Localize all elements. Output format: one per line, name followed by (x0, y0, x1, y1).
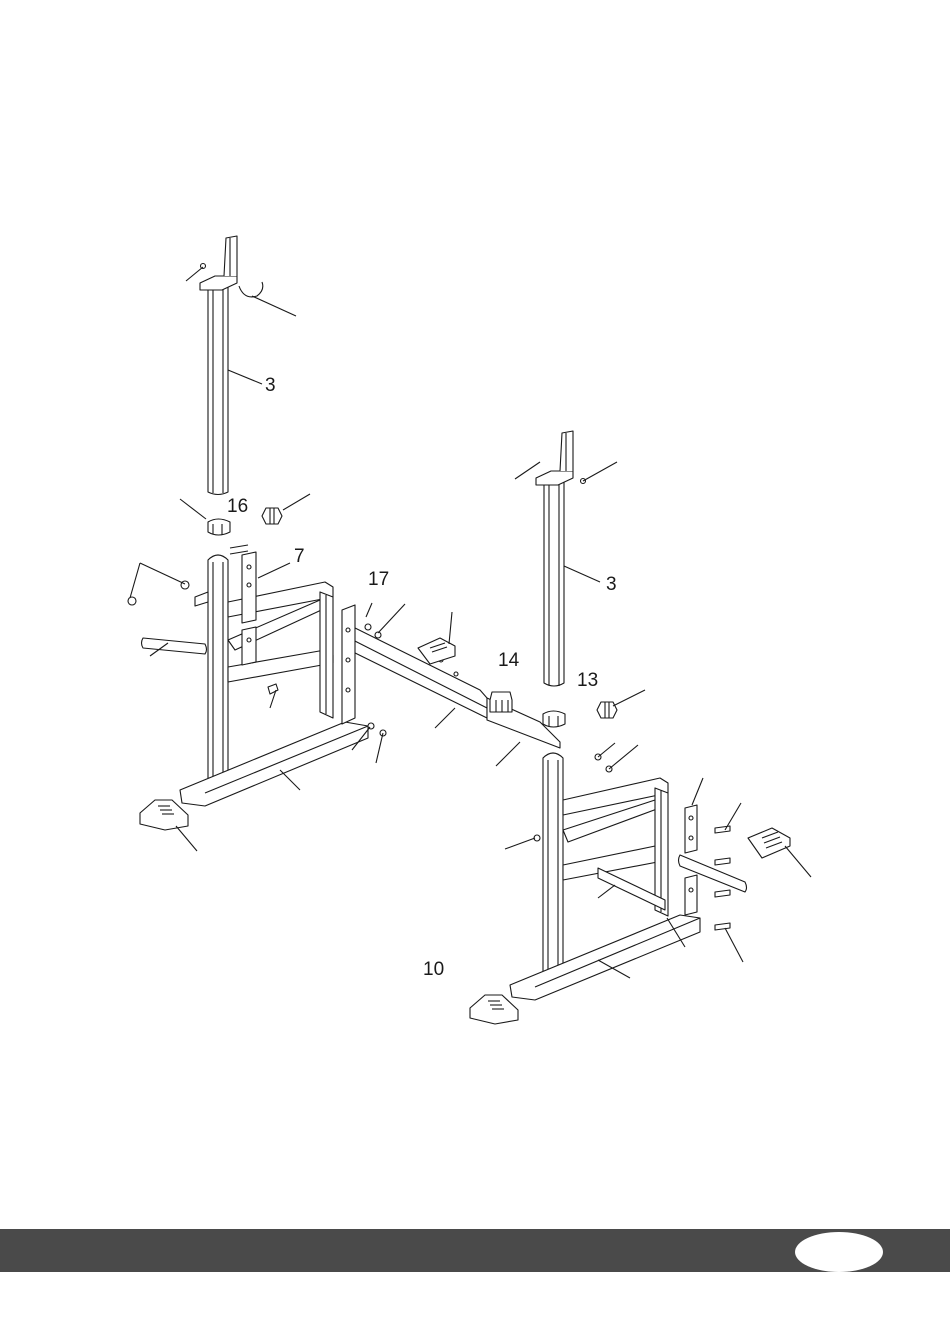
page-number-badge (795, 1232, 883, 1272)
label-part-13: 13 (577, 670, 598, 691)
left-frame (128, 508, 368, 830)
label-part-3-left: 3 (265, 375, 276, 396)
label-part-7: 7 (294, 546, 305, 567)
label-part-3-right: 3 (606, 574, 617, 595)
label-part-10: 10 (423, 959, 444, 980)
label-part-14: 14 (498, 650, 520, 671)
left-upright-post (200, 236, 263, 495)
label-part-17: 17 (368, 569, 389, 590)
right-upright-post (536, 431, 586, 686)
right-frame (470, 702, 790, 1024)
label-part-16: 16 (227, 496, 248, 517)
